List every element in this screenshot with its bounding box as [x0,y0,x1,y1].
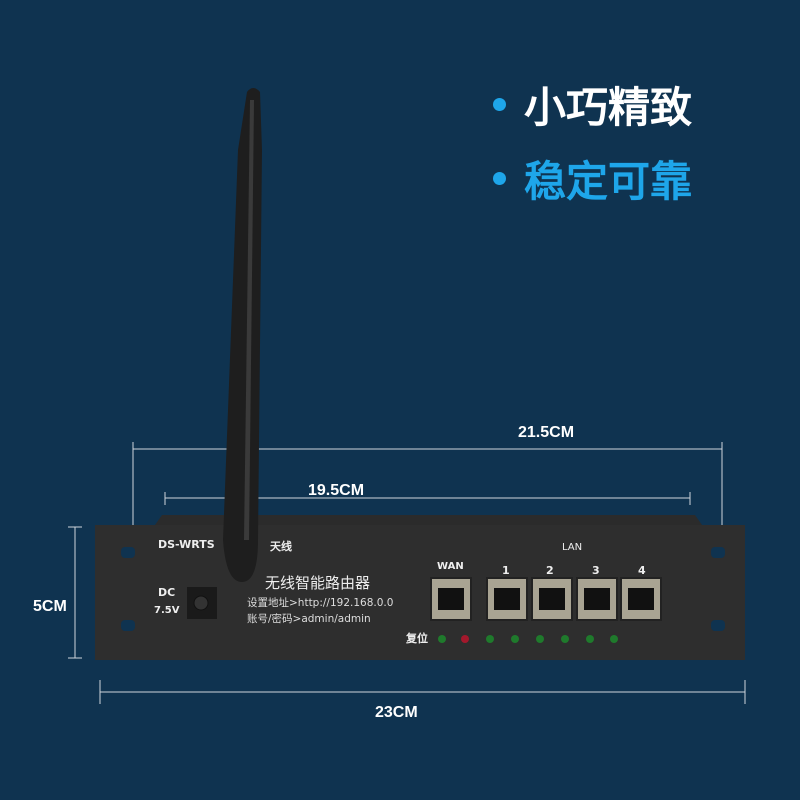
led [511,635,519,643]
router-title: 无线智能路由器 [265,574,371,592]
led [561,635,569,643]
lan-port-4-label: 4 [638,564,646,577]
feature-text: 小巧精致 [524,83,693,132]
feature-reliable: 稳定可靠 [493,148,692,209]
voltage-label: 7.5V [154,605,180,616]
router-top-plate [155,515,702,525]
antenna-label: 天线 [270,540,292,553]
lan-port-3 [576,577,618,621]
inner-width-label: 19.5CM [308,482,365,499]
lan-port-1-label: 1 [502,564,510,577]
total-width-label: 23CM [375,704,418,721]
account-text: 账号/密码>admin/admin [247,613,371,625]
led [536,635,544,643]
wan-label: WAN [437,561,464,572]
address-text: 设置地址>http://192.168.0.0 [247,597,394,609]
led [586,635,594,643]
lan-port-3-label: 3 [592,564,600,577]
reset-label: 复位 [406,632,428,645]
feature-text: 稳定可靠 [524,157,693,206]
led-red [461,635,469,643]
feature-compact: 小巧精致 [493,74,692,135]
led [486,635,494,643]
bullet-icon [493,172,506,185]
height-label: 5CM [33,598,67,615]
wan-port [430,577,472,621]
lan-port-1 [486,577,528,621]
bullet-icon [493,98,506,111]
lan-label: LAN [562,542,583,553]
antenna-icon [223,88,262,582]
lan-port-2-label: 2 [546,564,554,577]
led [438,635,446,643]
lan-port-4 [620,577,662,621]
outer-width-label: 21.5CM [518,424,575,441]
led [610,635,618,643]
dc-label: DC [158,586,176,599]
model-label: DS-WRTS [158,538,215,551]
lan-port-2 [531,577,573,621]
